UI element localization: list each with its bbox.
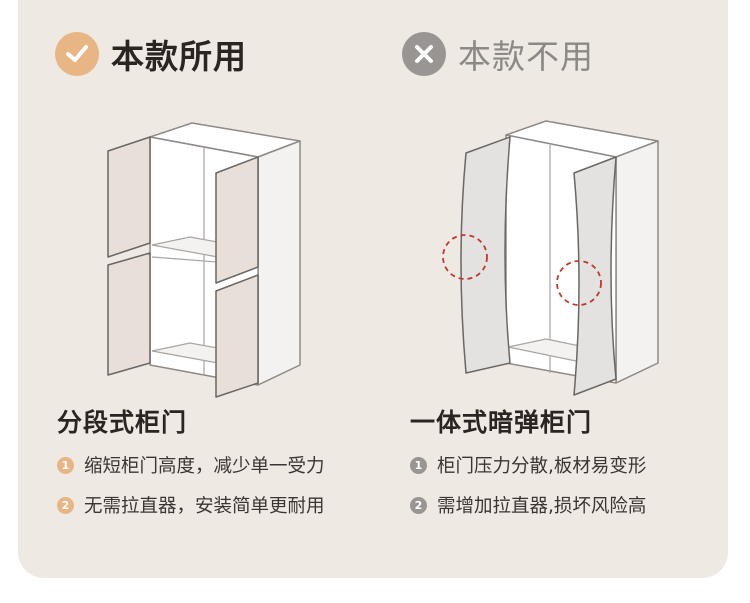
bad-header-title: 本款不用 (458, 37, 594, 76)
bad-point-2: 2 需增加拉直器,损坏风险高 (410, 492, 646, 518)
bad-point-2-text: 需增加拉直器,损坏风险高 (437, 496, 647, 517)
number-badge: 1 (57, 456, 74, 474)
one-piece-cabinet-illustration (442, 120, 659, 396)
deformation-highlight-right (556, 260, 602, 306)
bad-subtitle: 一体式暗弹柜门 (410, 408, 593, 437)
good-point-1: 1 缩短柜门高度，减少单一受力 (57, 452, 325, 478)
check-icon (55, 32, 99, 76)
bad-point-1: 1 柜门压力分散,板材易变形 (410, 452, 646, 478)
deformation-highlight-left (442, 234, 488, 280)
good-header: 本款所用 (55, 30, 247, 78)
number-badge: 2 (57, 496, 74, 514)
good-point-2: 2 无需拉直器，安装简单更耐用 (57, 492, 325, 518)
good-subtitle: 分段式柜门 (57, 408, 188, 437)
good-header-title: 本款所用 (111, 37, 247, 76)
bad-header: 本款不用 (402, 30, 594, 78)
cross-icon (402, 32, 446, 76)
bad-point-1-text: 柜门压力分散,板材易变形 (437, 456, 647, 477)
good-point-2-text: 无需拉直器，安装简单更耐用 (84, 496, 325, 517)
good-point-1-text: 缩短柜门高度，减少单一受力 (84, 456, 325, 477)
number-badge: 1 (410, 456, 427, 474)
number-badge: 2 (410, 496, 427, 514)
segmented-cabinet-illustration (107, 122, 301, 398)
